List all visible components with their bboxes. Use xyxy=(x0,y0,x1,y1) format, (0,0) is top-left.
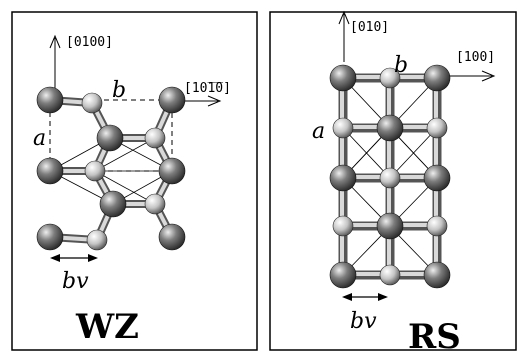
large-atom xyxy=(36,223,64,251)
wz-large-atoms xyxy=(36,86,186,251)
large-atom xyxy=(158,223,186,251)
small-atom xyxy=(379,67,401,89)
lattice-a-label: a xyxy=(312,119,325,144)
panel-rs: [010] [100] xyxy=(269,10,517,351)
direction-up-label: [010] xyxy=(350,20,389,35)
panel-wz-border xyxy=(11,11,258,351)
rs-small-atoms xyxy=(332,67,448,286)
lattice-a-label: a xyxy=(33,126,46,151)
direction-up-label: [0100] xyxy=(66,35,113,50)
small-atom xyxy=(144,127,166,149)
large-atom xyxy=(99,190,127,218)
small-atom xyxy=(379,264,401,286)
large-atom xyxy=(36,157,64,185)
large-atom xyxy=(158,157,186,185)
small-atom xyxy=(144,193,166,215)
lattice-b-label: b xyxy=(112,78,126,103)
panel-rs-border xyxy=(269,11,517,351)
large-atom xyxy=(423,261,451,289)
direction-right-label: [100] xyxy=(456,50,495,65)
large-atom xyxy=(36,86,64,114)
bond-length-label: bv xyxy=(62,269,89,294)
small-atom xyxy=(426,215,448,237)
bv-double-arrow xyxy=(50,254,98,262)
rs-large-atoms xyxy=(329,64,451,289)
large-atom xyxy=(376,212,404,240)
wz-small-atoms xyxy=(81,92,166,251)
large-atom xyxy=(329,64,357,92)
large-atom xyxy=(329,164,357,192)
up-axis-arrow xyxy=(49,34,61,93)
large-atom xyxy=(158,86,186,114)
small-atom xyxy=(81,92,103,114)
large-atom xyxy=(423,64,451,92)
small-atom xyxy=(86,229,108,251)
large-atom xyxy=(329,261,357,289)
large-atom xyxy=(423,164,451,192)
small-atom xyxy=(84,160,106,182)
lattice-b-label: b xyxy=(394,53,408,78)
structure-title: RS xyxy=(408,317,461,351)
small-atom xyxy=(426,117,448,139)
small-atom xyxy=(332,215,354,237)
panel-wz: [0100] [10̅1̅0] xyxy=(11,11,258,351)
direction-right-label: [10̅1̅0] xyxy=(184,81,231,96)
structure-title: WZ xyxy=(75,307,139,347)
wz-bonds-highlight xyxy=(48,98,174,242)
small-atom xyxy=(379,167,401,189)
small-atom xyxy=(332,117,354,139)
large-atom xyxy=(96,124,124,152)
bv-double-arrow xyxy=(342,293,388,301)
large-atom xyxy=(376,114,404,142)
bond-length-label: bv xyxy=(350,309,377,334)
up-axis-arrow xyxy=(338,10,350,62)
